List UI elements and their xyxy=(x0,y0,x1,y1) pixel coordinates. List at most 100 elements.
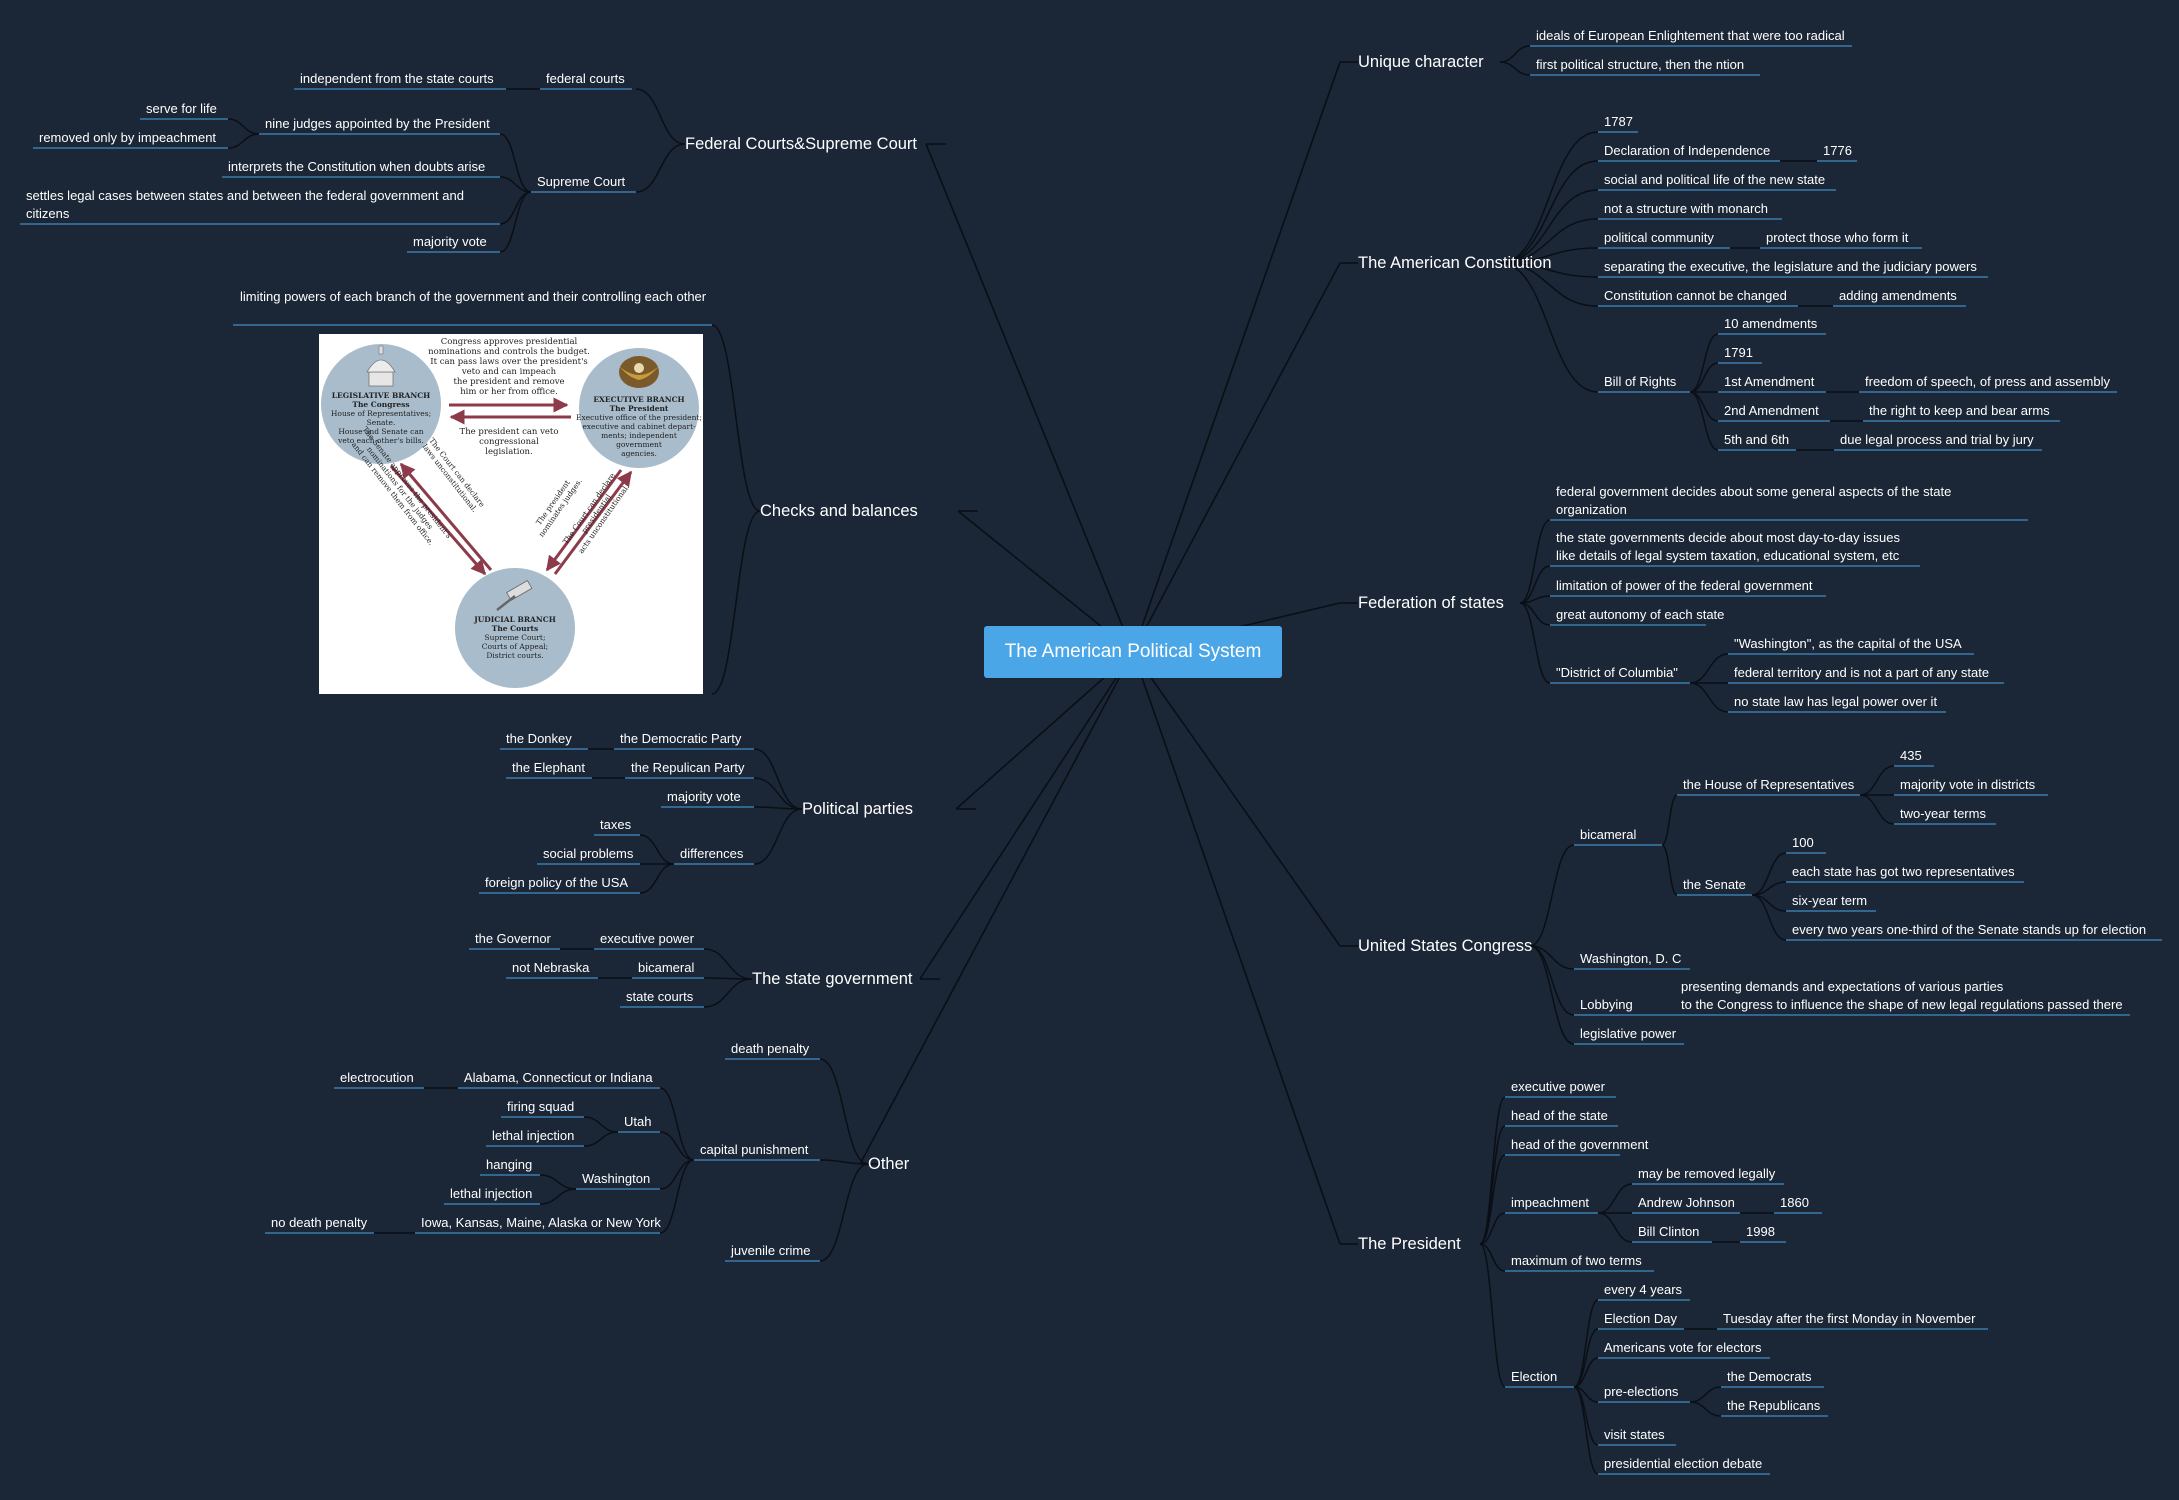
topic-not-a-structure-with-monarch[interactable]: not a structure with monarch xyxy=(1604,201,1769,216)
topic-majority-vote[interactable]: majority vote xyxy=(413,234,487,249)
topic-declaration-of-independence[interactable]: Declaration of Independence xyxy=(1604,143,1771,158)
topic-the-democrats[interactable]: the Democrats xyxy=(1727,1369,1812,1384)
topic-andrew-johnson[interactable]: Andrew Johnson xyxy=(1638,1195,1735,1210)
topic-capital-punishment[interactable]: capital punishment xyxy=(700,1142,809,1157)
topic-federal-territory-and-is-not-a-part-of-a[interactable]: federal territory and is not a part of a… xyxy=(1734,665,1990,680)
topic-lethal-injection[interactable]: lethal injection xyxy=(492,1128,575,1143)
branch-federation-of-states[interactable]: Federation of states xyxy=(1358,594,1504,612)
topic-political-community[interactable]: political community xyxy=(1604,230,1714,245)
topic-ideals-of-european-enlightement-that-wer[interactable]: ideals of European Enlightement that wer… xyxy=(1536,28,1845,43)
topic-may-be-removed-legally[interactable]: may be removed legally xyxy=(1638,1166,1776,1181)
topic-independent-from-the-state-courts[interactable]: independent from the state courts xyxy=(300,71,494,86)
branch-federal-courts-supreme-court[interactable]: Federal Courts&Supreme Court xyxy=(685,135,918,153)
topic-pre-elections[interactable]: pre-elections xyxy=(1604,1384,1679,1399)
topic-every-4-years[interactable]: every 4 years xyxy=(1604,1282,1683,1297)
topic-washington-d-c[interactable]: Washington, D. C xyxy=(1580,951,1682,966)
topic-death-penalty[interactable]: death penalty xyxy=(731,1041,810,1056)
branch-the-president[interactable]: The President xyxy=(1358,1235,1461,1253)
topic-social-and-political-life-of-the-new-sta[interactable]: social and political life of the new sta… xyxy=(1604,172,1826,187)
topic-the-elephant[interactable]: the Elephant xyxy=(512,760,586,775)
topic-1791[interactable]: 1791 xyxy=(1724,345,1753,360)
topic-adding-amendments[interactable]: adding amendments xyxy=(1839,288,1957,303)
topic-interprets-the-constitution-when-doubts-[interactable]: interprets the Constitution when doubts … xyxy=(228,159,486,174)
topic-the-right-to-keep-and-bear-arms[interactable]: the right to keep and bear arms xyxy=(1869,403,2050,418)
topic-district-of-columbia[interactable]: "District of Columbia" xyxy=(1556,665,1678,680)
topic-presenting-demands-and-expectations-of-v[interactable]: presenting demands and expectations of v… xyxy=(1681,979,2123,1012)
topic-firing-squad[interactable]: firing squad xyxy=(507,1099,575,1114)
topic-washington[interactable]: Washington xyxy=(582,1171,651,1186)
central-topic[interactable]: The American Political System xyxy=(984,626,1282,678)
topic-protect-those-who-form-it[interactable]: protect those who form it xyxy=(1766,230,1909,245)
topic-not-nebraska[interactable]: not Nebraska xyxy=(512,960,590,975)
topic-every-two-years-one-third-of-the-senate-[interactable]: every two years one-third of the Senate … xyxy=(1792,922,2147,937)
topic-bill-of-rights[interactable]: Bill of Rights xyxy=(1604,374,1677,389)
topic-the-house-of-representatives[interactable]: the House of Representatives xyxy=(1683,777,1855,792)
topic-presidential-election-debate[interactable]: presidential election debate xyxy=(1604,1456,1763,1471)
topic-foreign-policy-of-the-usa[interactable]: foreign policy of the USA xyxy=(485,875,629,890)
topic-executive-power[interactable]: executive power xyxy=(600,931,694,946)
topic-head-of-the-state[interactable]: head of the state xyxy=(1511,1108,1608,1123)
topic-federal-government-decides-about-some-ge[interactable]: federal government decides about some ge… xyxy=(1556,484,1952,517)
branch-checks-and-balances[interactable]: Checks and balances xyxy=(760,502,918,520)
topic-2nd-amendment[interactable]: 2nd Amendment xyxy=(1724,403,1819,418)
topic-limitation-of-power-of-the-federal-gover[interactable]: limitation of power of the federal gover… xyxy=(1556,578,1813,593)
topic-5th-and-6th[interactable]: 5th and 6th xyxy=(1724,432,1790,447)
topic-majority-vote[interactable]: majority vote xyxy=(667,789,741,804)
topic-lethal-injection[interactable]: lethal injection xyxy=(450,1186,533,1201)
topic-1998[interactable]: 1998 xyxy=(1746,1224,1775,1239)
topic-constitution-cannot-be-changed[interactable]: Constitution cannot be changed xyxy=(1604,288,1787,303)
topic-separating-the-executive-the-legislature[interactable]: separating the executive, the legislatur… xyxy=(1604,259,1977,274)
topic-no-state-law-has-legal-power-over-it[interactable]: no state law has legal power over it xyxy=(1734,694,1938,709)
topic-visit-states[interactable]: visit states xyxy=(1604,1427,1665,1442)
topic-the-republicans[interactable]: the Republicans xyxy=(1727,1398,1821,1413)
branch-the-state-government[interactable]: The state government xyxy=(752,970,913,988)
topic-tuesday-after-the-first-monday-in-novemb[interactable]: Tuesday after the first Monday in Novemb… xyxy=(1723,1311,1976,1326)
topic-100[interactable]: 100 xyxy=(1792,835,1814,850)
branch-political-parties[interactable]: Political parties xyxy=(802,800,913,818)
topic-election[interactable]: Election xyxy=(1511,1369,1558,1384)
topic-two-year-terms[interactable]: two-year terms xyxy=(1900,806,1986,821)
topic-10-amendments[interactable]: 10 amendments xyxy=(1724,316,1818,331)
topic-the-democratic-party[interactable]: the Democratic Party xyxy=(620,731,742,746)
topic-settles-legal-cases-between-states-and-b[interactable]: settles legal cases between states and b… xyxy=(26,188,464,221)
topic-1st-amendment[interactable]: 1st Amendment xyxy=(1724,374,1815,389)
topic-the-donkey[interactable]: the Donkey xyxy=(506,731,572,746)
topic-utah[interactable]: Utah xyxy=(624,1114,652,1129)
topic-lobbying[interactable]: Lobbying xyxy=(1580,997,1633,1012)
topic-differences[interactable]: differences xyxy=(680,846,744,861)
topic-head-of-the-government[interactable]: head of the government xyxy=(1511,1137,1649,1152)
topic-great-autonomy-of-each-state[interactable]: great autonomy of each state xyxy=(1556,607,1725,622)
branch-united-states-congress[interactable]: United States Congress xyxy=(1358,937,1533,955)
topic-bill-clinton[interactable]: Bill Clinton xyxy=(1638,1224,1700,1239)
topic-americans-vote-for-electors[interactable]: Americans vote for electors xyxy=(1604,1340,1762,1355)
topic-six-year-term[interactable]: six-year term xyxy=(1792,893,1868,908)
topic-bicameral[interactable]: bicameral xyxy=(638,960,695,975)
topic-bicameral[interactable]: bicameral xyxy=(1580,827,1637,842)
topic-due-legal-process-and-trial-by-jury[interactable]: due legal process and trial by jury xyxy=(1840,432,2034,447)
topic-electrocution[interactable]: electrocution xyxy=(340,1070,414,1085)
topic-the-senate[interactable]: the Senate xyxy=(1683,877,1746,892)
topic-removed-only-by-impeachment[interactable]: removed only by impeachment xyxy=(39,130,217,145)
branch-the-american-constitution[interactable]: The American Constitution xyxy=(1358,254,1552,272)
topic-iowa-kansas-maine-alaska-or-new-york[interactable]: Iowa, Kansas, Maine, Alaska or New York xyxy=(421,1215,661,1230)
topic-majority-vote-in-districts[interactable]: majority vote in districts xyxy=(1900,777,2036,792)
topic-supreme-court[interactable]: Supreme Court xyxy=(537,174,626,189)
topic-social-problems[interactable]: social problems xyxy=(543,846,634,861)
topic-legislative-power[interactable]: legislative power xyxy=(1580,1026,1677,1041)
topic-each-state-has-got-two-representatives[interactable]: each state has got two representatives xyxy=(1792,864,2015,879)
topic-election-day[interactable]: Election Day xyxy=(1604,1311,1677,1326)
topic-washington-as-the-capital-of-the-usa[interactable]: "Washington", as the capital of the USA xyxy=(1734,636,1962,651)
topic-no-death-penalty[interactable]: no death penalty xyxy=(271,1215,368,1230)
topic-1860[interactable]: 1860 xyxy=(1780,1195,1809,1210)
topic-serve-for-life[interactable]: serve for life xyxy=(146,101,217,116)
topic-taxes[interactable]: taxes xyxy=(600,817,632,832)
topic-federal-courts[interactable]: federal courts xyxy=(546,71,625,86)
topic-executive-power[interactable]: executive power xyxy=(1511,1079,1605,1094)
topic-first-political-structure-then-the-ntion[interactable]: first political structure, then the ntio… xyxy=(1536,57,1745,72)
topic-435[interactable]: 435 xyxy=(1900,748,1922,763)
topic-maximum-of-two-terms[interactable]: maximum of two terms xyxy=(1511,1253,1642,1268)
topic-juvenile-crime[interactable]: juvenile crime xyxy=(731,1243,811,1258)
topic-alabama-connecticut-or-indiana[interactable]: Alabama, Connecticut or Indiana xyxy=(464,1070,653,1085)
topic-hanging[interactable]: hanging xyxy=(486,1157,533,1172)
topic-freedom-of-speech-of-press-and-assembly[interactable]: freedom of speech, of press and assembly xyxy=(1865,374,2110,389)
